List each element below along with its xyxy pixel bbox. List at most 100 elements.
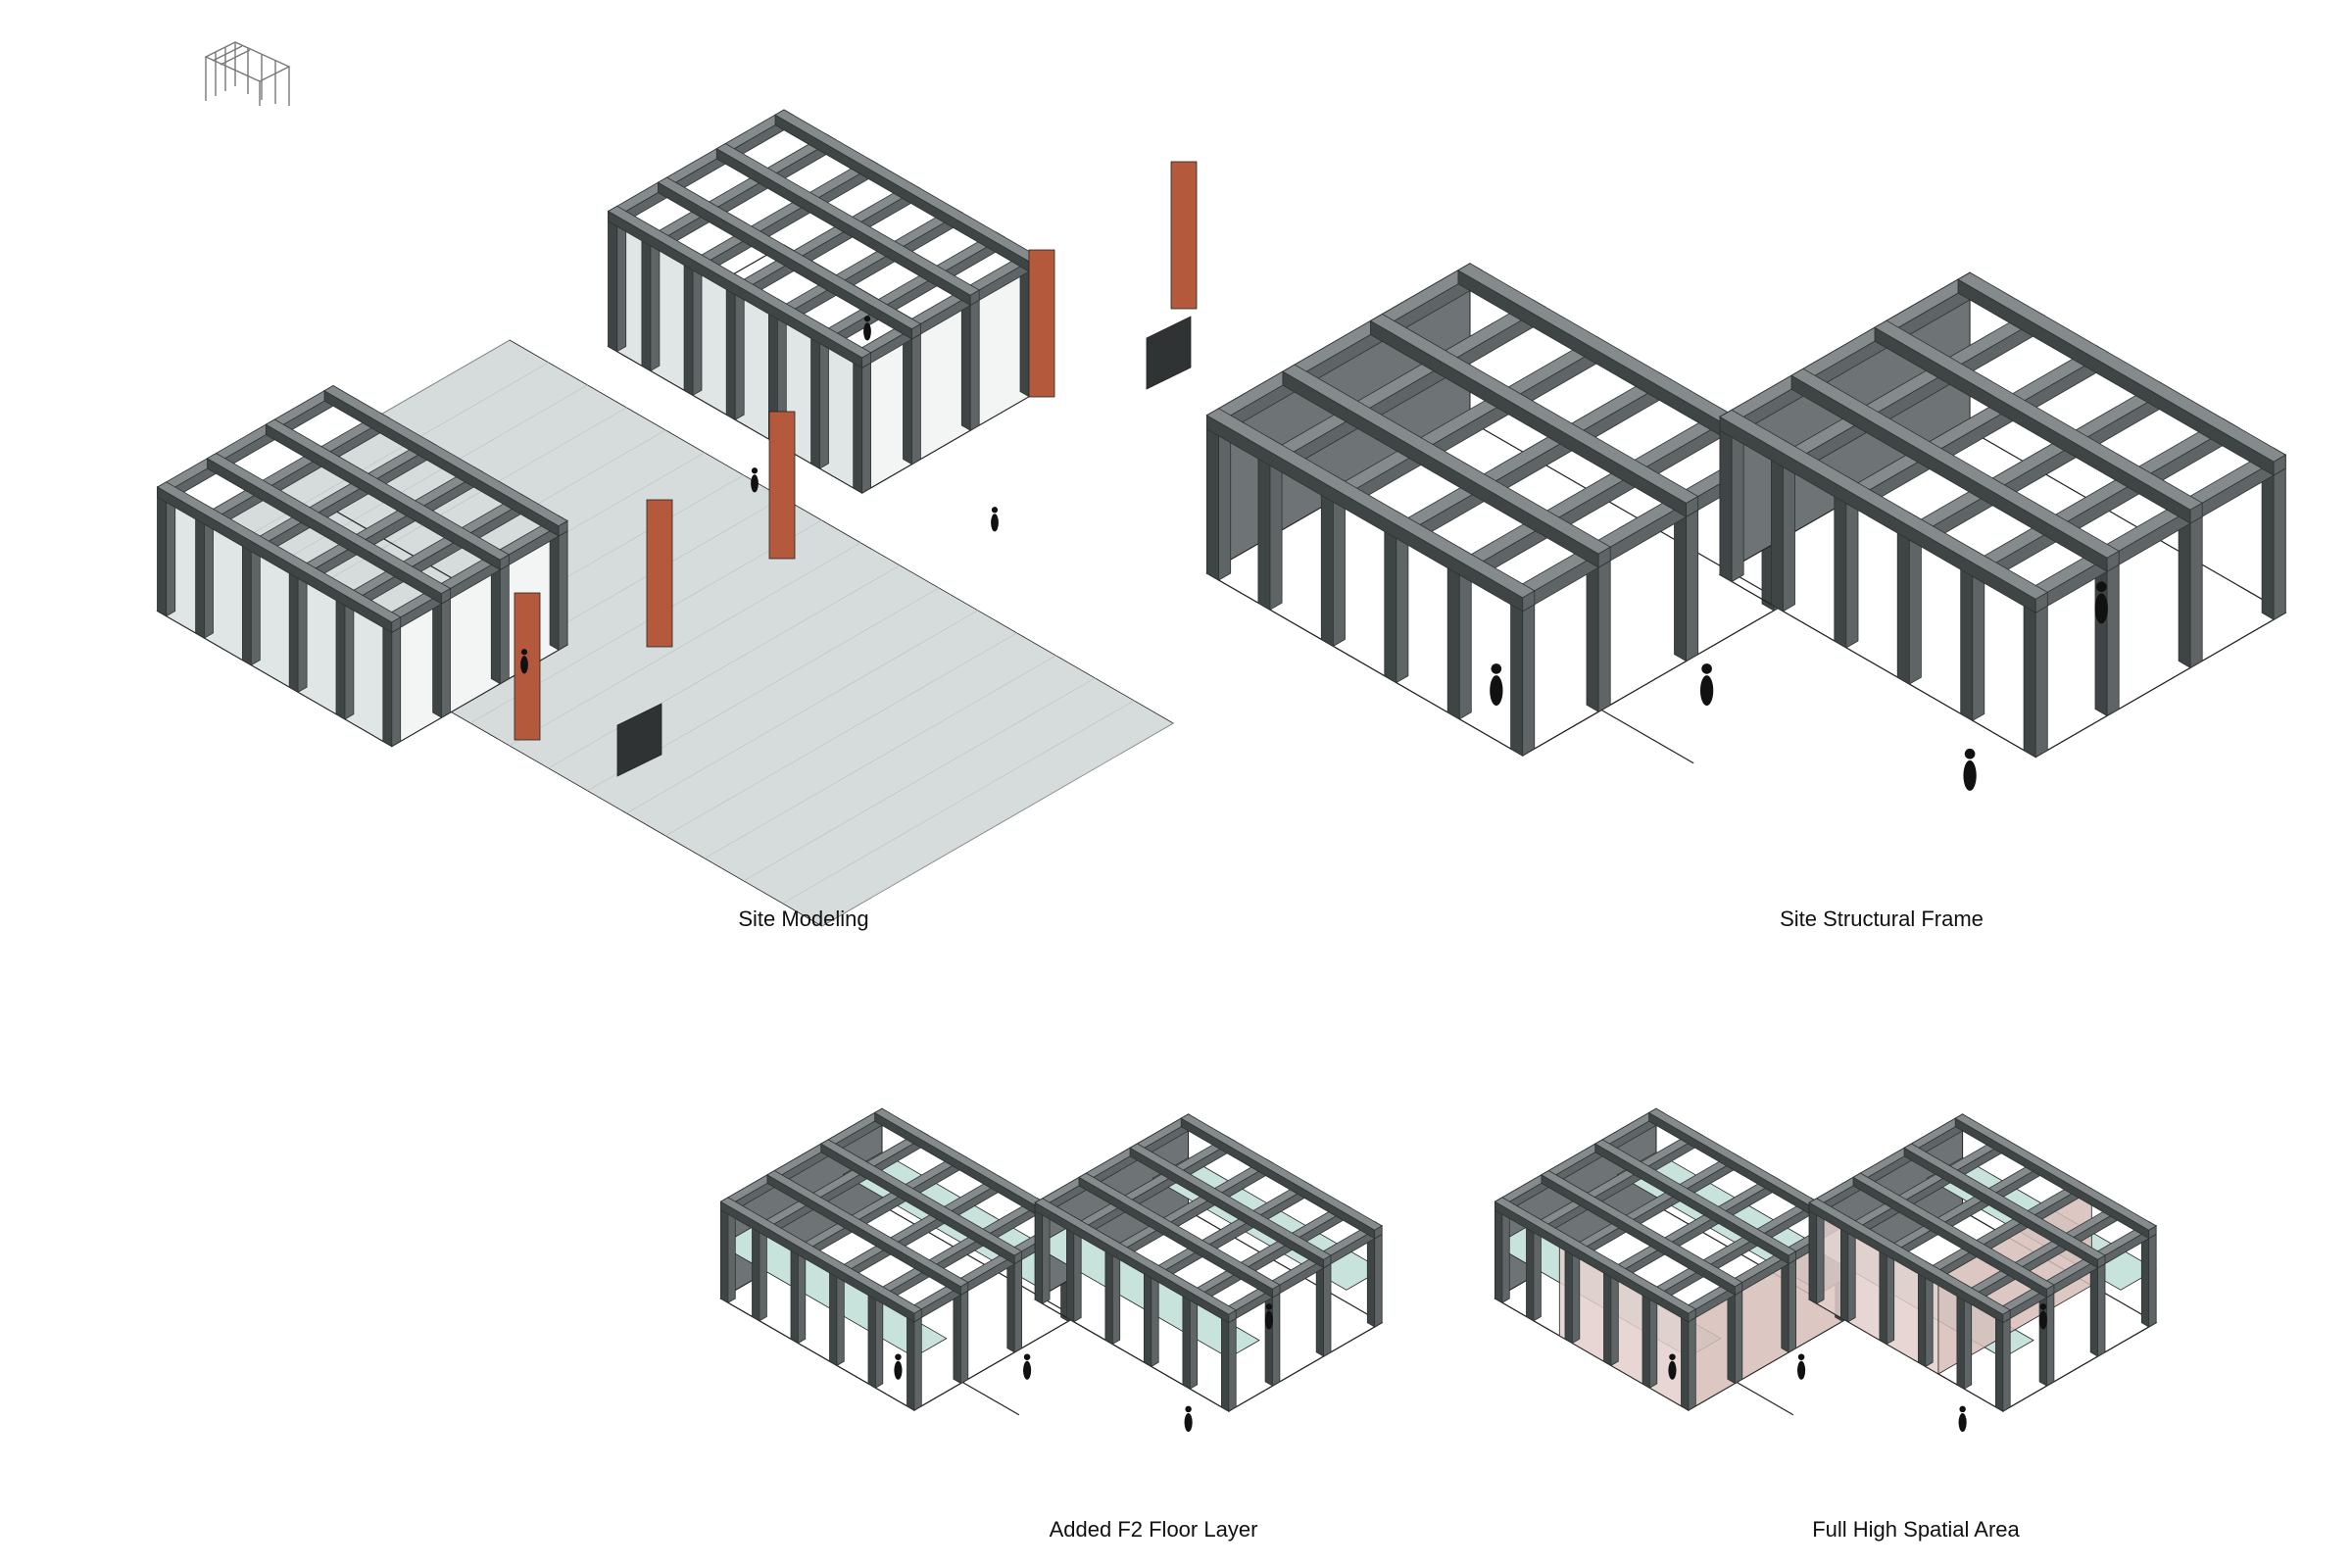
column <box>725 273 745 420</box>
roof-long-beam <box>819 1139 1023 1265</box>
paving-line <box>509 542 861 747</box>
brick-pier <box>1028 249 1055 398</box>
human-figure-icon <box>1668 1353 1677 1380</box>
roof-long-beam <box>719 1197 923 1323</box>
planter-box <box>616 703 662 777</box>
right-frame-block <box>1034 1113 1384 1412</box>
paving-line <box>705 655 1056 859</box>
column <box>809 322 830 469</box>
left-frame-block <box>719 1107 1077 1411</box>
roof-long-beam <box>1180 1113 1383 1240</box>
paving-line <box>197 362 549 566</box>
paving-line <box>665 632 1018 837</box>
roof-long-beam <box>1078 1172 1281 1298</box>
column <box>549 514 568 651</box>
human-figure-icon <box>1699 663 1714 707</box>
roof-long-beam <box>1541 1170 1743 1297</box>
roof-long-beam <box>1205 408 1536 612</box>
caption-added-f2-floor-layer: Added F2 Floor Layer <box>1049 1517 1258 1542</box>
caption-site-modeling: Site Modeling <box>738 906 869 931</box>
human-figure-icon <box>2038 1303 2047 1330</box>
connector-line <box>1736 1381 1794 1416</box>
roof-long-beam <box>1494 1197 1697 1323</box>
caption-full-high-spatial-area: Full High Spatial Area <box>1812 1517 2020 1542</box>
roof-long-beam <box>1593 1139 1797 1265</box>
site-modeling-axonometric <box>156 109 1198 927</box>
site-left-building <box>156 385 569 748</box>
column <box>1182 1283 1199 1390</box>
roof-long-beam <box>156 481 402 634</box>
column <box>1879 1238 1895 1346</box>
column <box>953 1277 969 1385</box>
human-figure-icon <box>1958 1405 1967 1432</box>
paving-line <box>274 407 627 612</box>
roof-long-beam <box>1369 314 1699 518</box>
roof-long-beam <box>715 143 980 307</box>
column <box>852 347 872 494</box>
full-high-spatial-area-axonometric <box>1494 1107 2158 1432</box>
human-figure-icon <box>894 1353 903 1380</box>
human-figure-icon <box>863 316 871 341</box>
column <box>719 1197 737 1303</box>
paving-line <box>821 722 1174 927</box>
human-figure-icon <box>1797 1353 1806 1380</box>
roof-long-beam <box>1457 263 1787 467</box>
column <box>1959 548 1985 721</box>
brick-pier <box>768 411 796 560</box>
roof-long-beam <box>657 176 922 340</box>
roof-long-beam <box>1719 409 2049 613</box>
roof-long-beam <box>265 418 511 571</box>
column <box>1315 1250 1332 1357</box>
frame-logo-icon <box>204 41 291 106</box>
roof-long-beam <box>1282 364 1611 568</box>
human-figure-icon <box>751 467 759 493</box>
human-figure-icon <box>1023 1353 1032 1380</box>
connector-line <box>1600 709 1694 764</box>
roof-long-beam <box>766 1170 969 1297</box>
human-figure-icon <box>1264 1303 1273 1330</box>
paving-line <box>548 564 901 769</box>
caption-site-structural-frame: Site Structural Frame <box>1780 906 1984 931</box>
human-figure-icon <box>1963 748 1977 791</box>
site-structural-frame-axonometric <box>1205 262 2287 791</box>
roof-long-beam <box>1034 1198 1237 1324</box>
right-frame-block <box>1718 271 2287 759</box>
column <box>641 224 661 372</box>
site-right-building <box>607 109 1040 494</box>
right-frame-block <box>1808 1113 2158 1412</box>
roof-long-beam <box>1954 1113 2157 1240</box>
column <box>2038 1280 2055 1387</box>
paving-line <box>782 700 1135 905</box>
column <box>902 318 922 466</box>
brick-pier <box>1170 161 1198 310</box>
roof-long-beam <box>206 453 452 605</box>
human-figure-icon <box>1184 1405 1193 1432</box>
human-figure-icon <box>2094 581 2108 624</box>
left-frame-block <box>1494 1107 1851 1411</box>
column <box>960 284 980 431</box>
roof-long-beam <box>1852 1172 2055 1298</box>
column <box>431 582 452 718</box>
roof-long-beam <box>323 385 568 537</box>
column <box>1384 510 1409 684</box>
roof-long-beam <box>1790 368 2121 572</box>
paving-line <box>235 384 588 589</box>
roof-long-beam <box>1808 1198 2011 1324</box>
column <box>490 549 511 685</box>
roof-long-beam <box>1957 271 2286 476</box>
roof-long-beam <box>607 205 872 369</box>
roof-long-beam <box>1903 1143 2106 1269</box>
human-figure-icon <box>520 649 528 674</box>
roof-long-beam <box>1129 1143 1332 1269</box>
column <box>1005 1247 1023 1353</box>
brick-pier <box>646 499 673 648</box>
roof-long-beam <box>1874 319 2203 524</box>
column <box>1642 1282 1658 1389</box>
human-figure-icon <box>991 507 999 532</box>
added-f2-floor-layer-axonometric <box>719 1107 1384 1432</box>
column <box>1727 1277 1743 1385</box>
paving-line <box>626 610 979 814</box>
paving-line <box>743 677 1096 882</box>
